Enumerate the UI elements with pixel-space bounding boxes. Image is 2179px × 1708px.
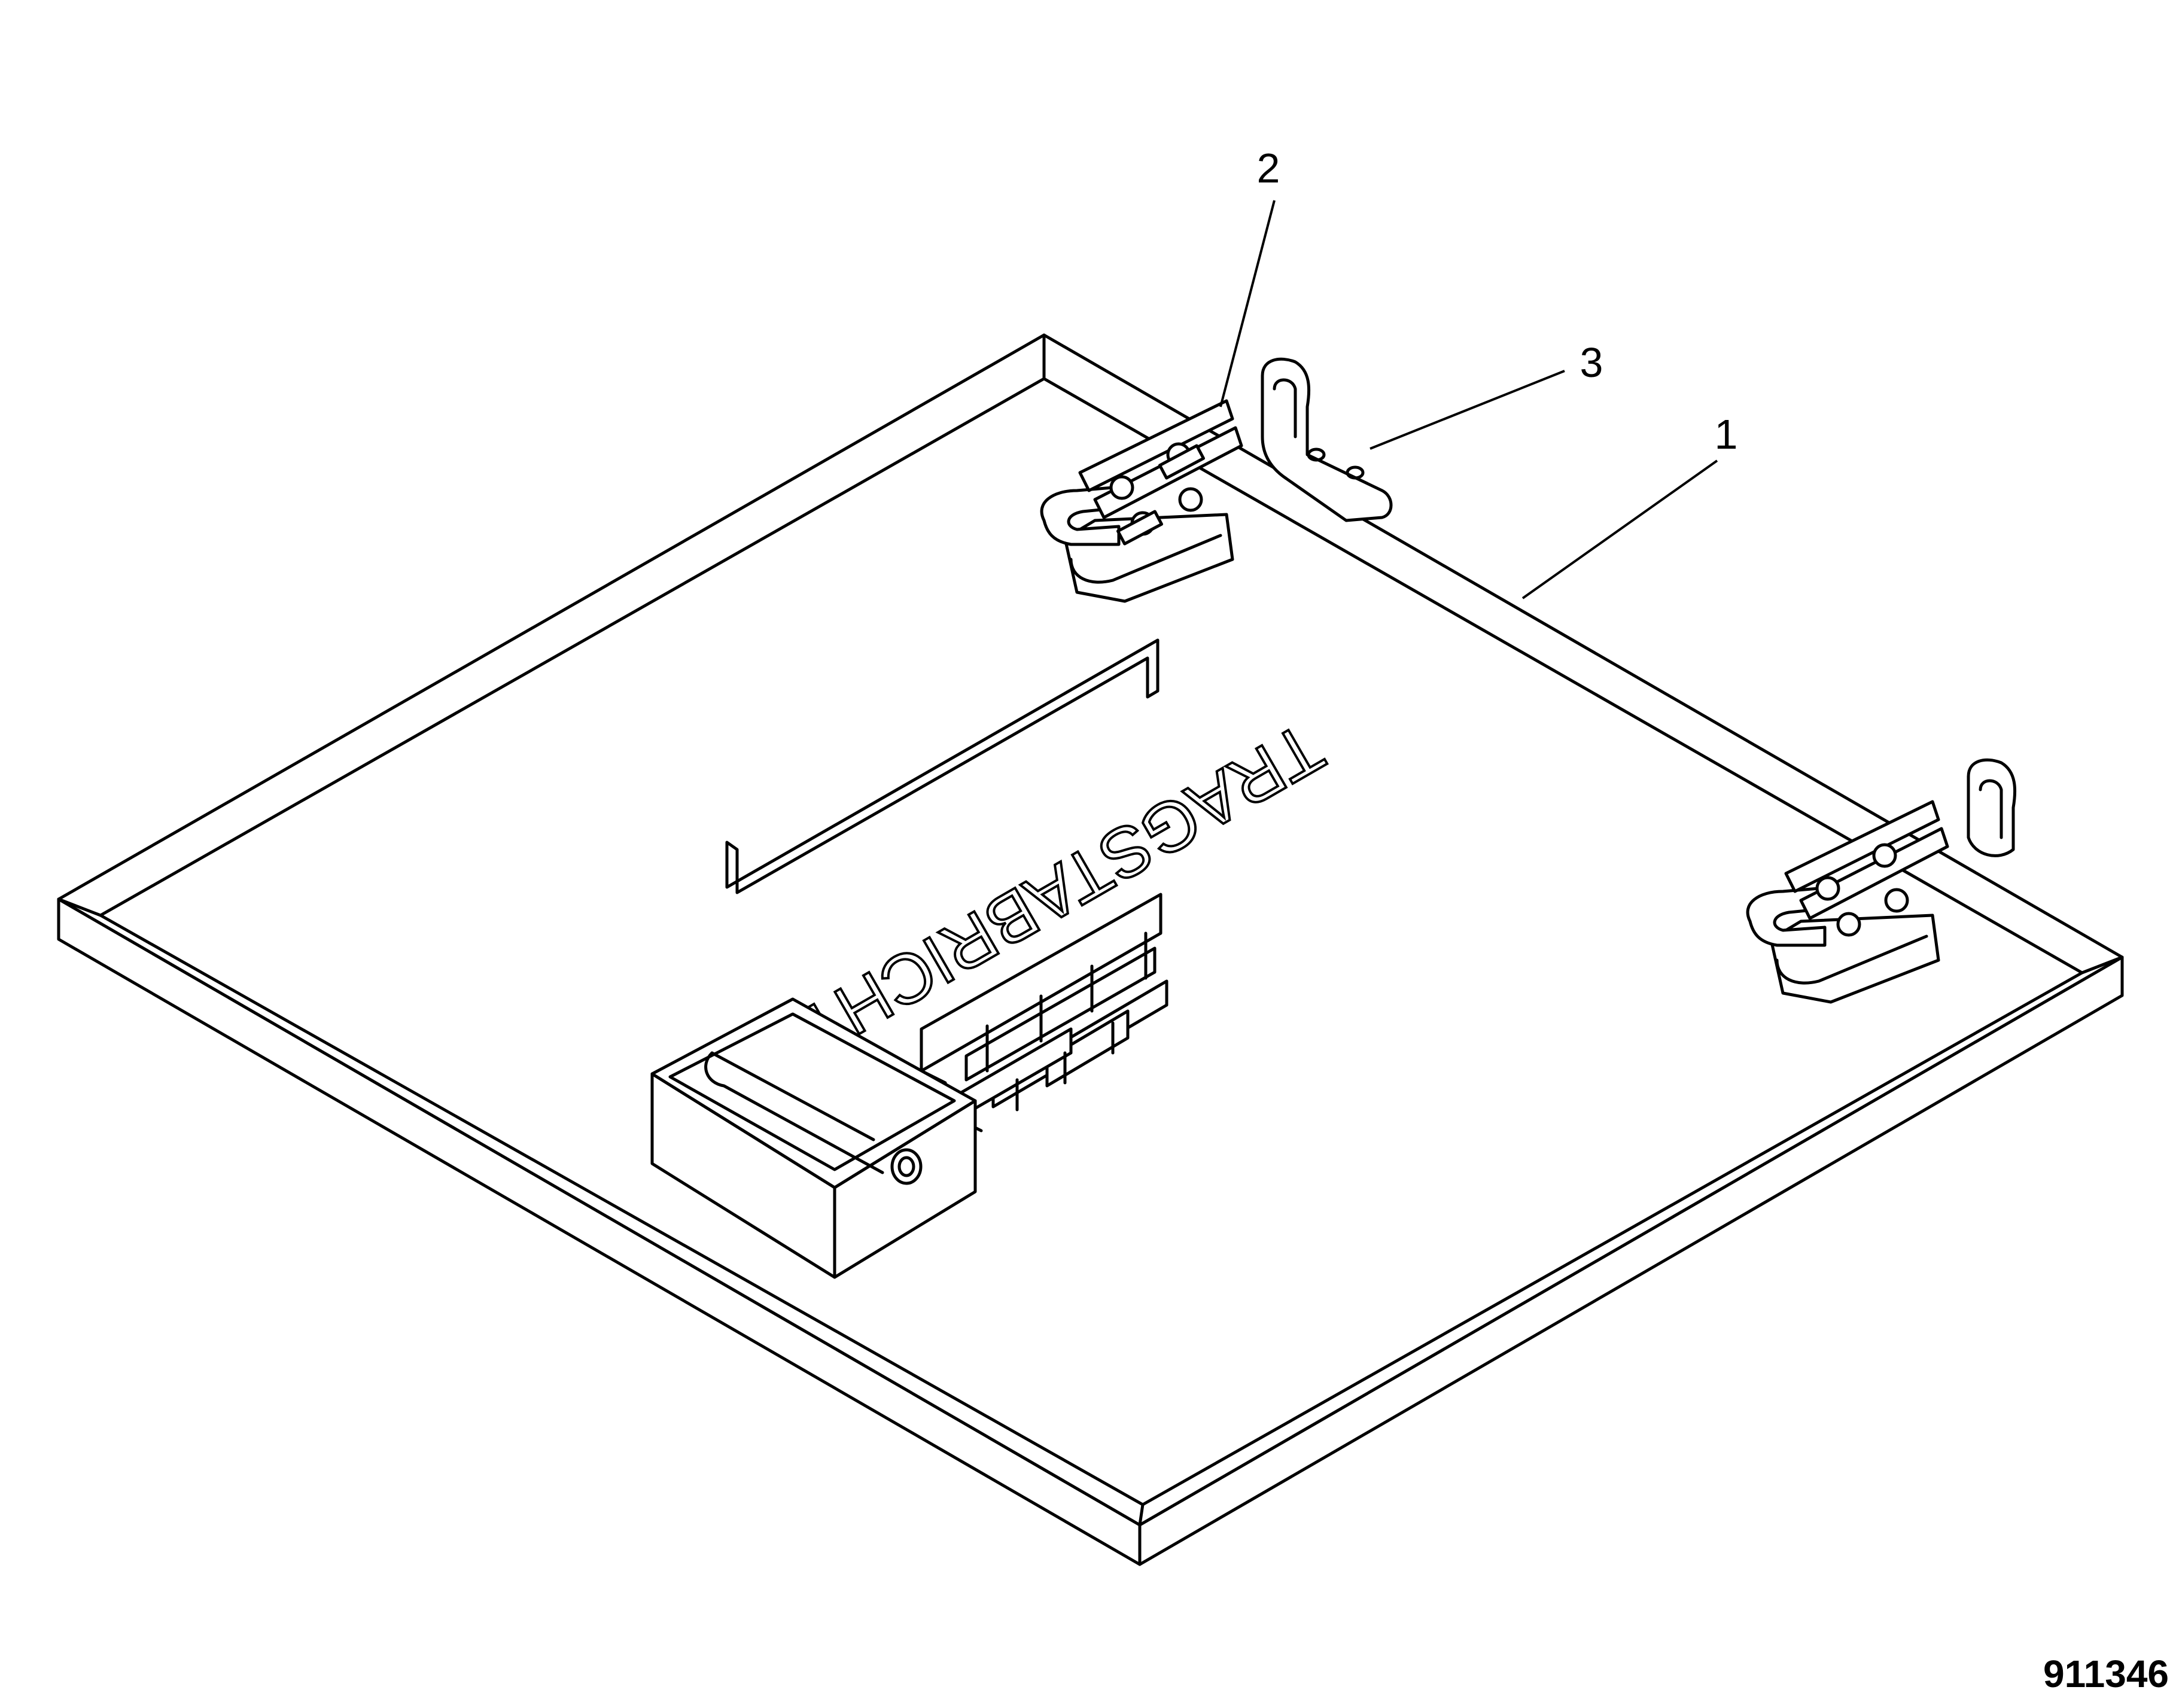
callout-2: 2: [1257, 145, 1280, 191]
leader-lines: [1219, 200, 1718, 599]
lashing-assembly-top: [1040, 357, 1393, 603]
direction-arrow-icon: [725, 638, 1160, 894]
grid-rack: [920, 893, 1168, 1132]
tray-plate: [57, 333, 2124, 1566]
callout-3: 3: [1580, 339, 1603, 386]
callout-1: 1: [1715, 411, 1738, 458]
lashing-assembly-right: [1746, 758, 2017, 1004]
drawing-number: 911346: [2043, 1652, 2169, 1695]
storage-box: [650, 997, 977, 1279]
